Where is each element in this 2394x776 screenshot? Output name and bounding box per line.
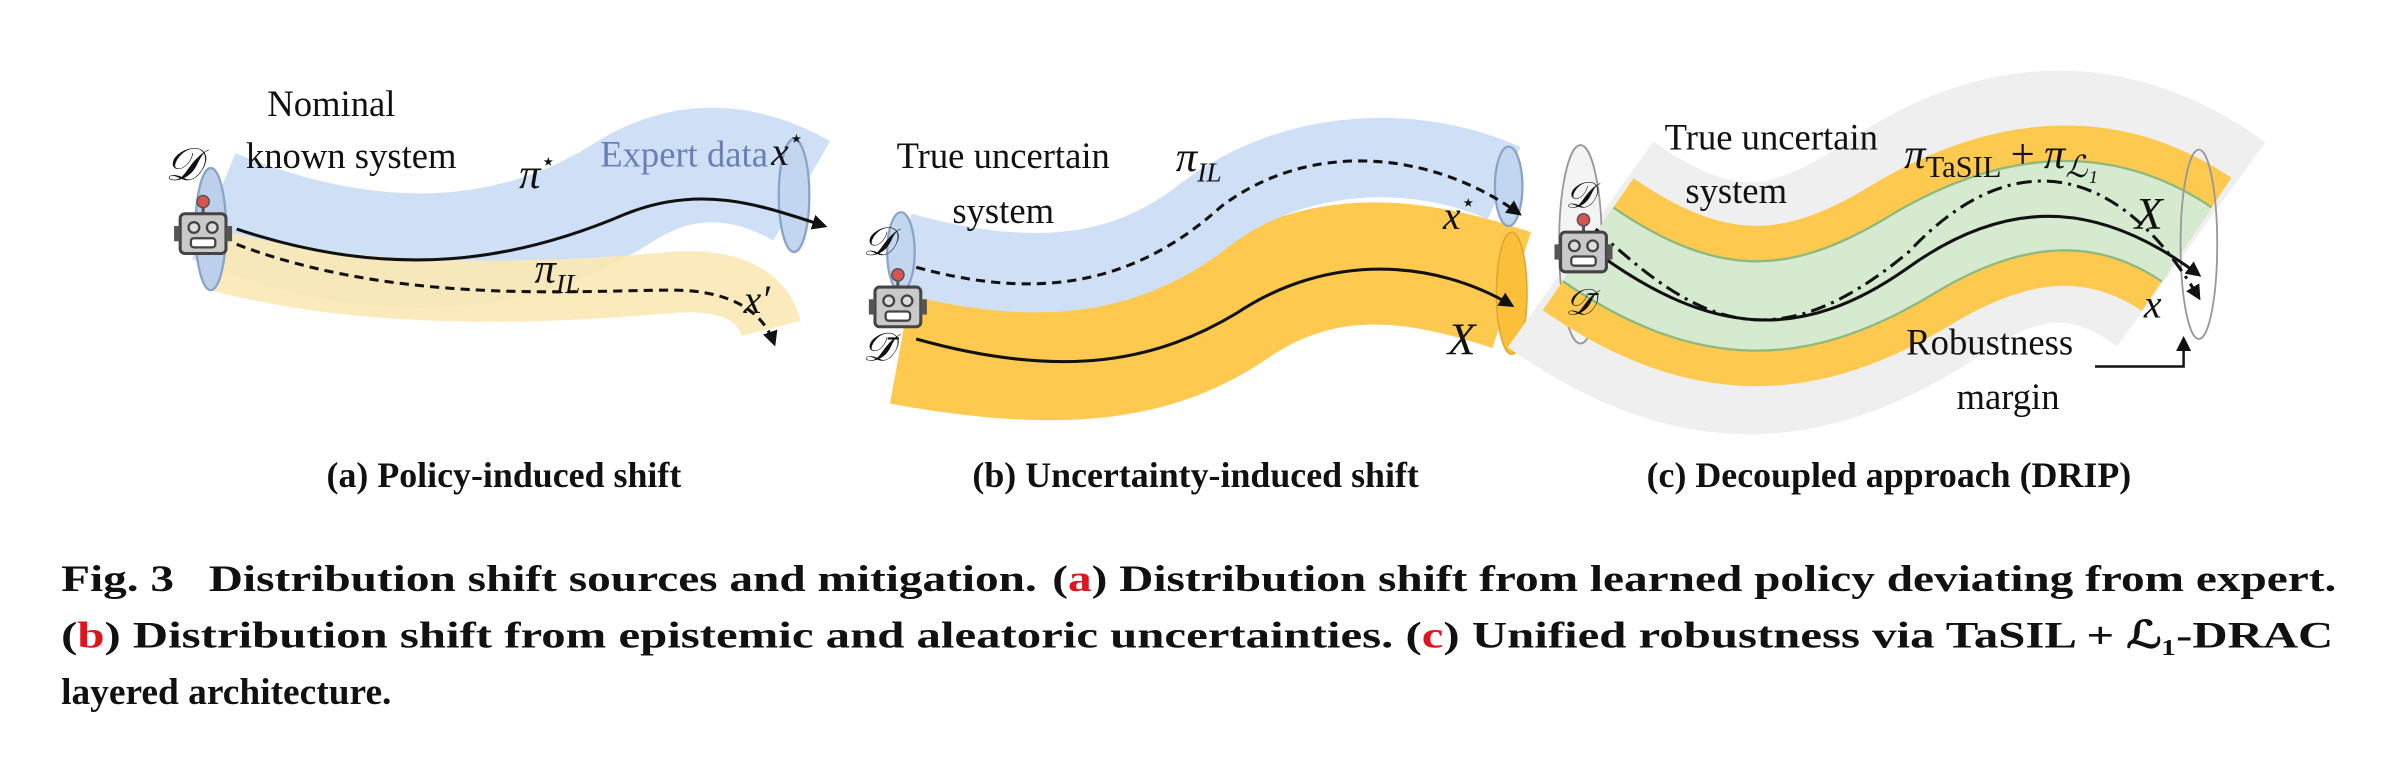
panel-c-decoupled-approach: True uncertain system πTaSIL+πℒ₁ 𝒟 𝒟̄ X …	[1507, 70, 2266, 495]
policy-label: πTaSIL+πℒ₁	[1904, 131, 2098, 184]
margin-label: margin	[1956, 376, 2059, 417]
subcaption-b: (b) Uncertainty-induced shift	[972, 455, 1418, 495]
title-line2: system	[952, 190, 1054, 231]
subcaption-a: (a) Policy-induced shift	[327, 455, 682, 495]
expert-data-label: Expert data	[600, 133, 768, 174]
l1-trajectory	[1594, 214, 2202, 322]
panel-a-policy-induced-shift: 𝒟 Nominal known system π⋆ Expert data x⋆…	[165, 83, 831, 495]
il-policy-tube	[205, 230, 801, 338]
il-trajectory	[236, 242, 778, 347]
x-set-label: X	[1446, 313, 1478, 364]
caption-line-2: (b) Distribution shift from epistemic an…	[61, 615, 2333, 656]
panel-b-uncertainty-induced-shift: True uncertain system πIL x⋆ 𝒟 𝒟̄ X (b) …	[863, 117, 1532, 495]
title-line2: known system	[246, 135, 457, 176]
title-line1: Nominal	[267, 83, 395, 124]
true-system-tube	[890, 202, 1532, 421]
outer-tube-end	[2179, 148, 2219, 340]
pi-star-label: π⋆	[519, 148, 556, 197]
true-trajectory	[915, 267, 1515, 364]
subcaption-c: (c) Decoupled approach (DRIP)	[1647, 455, 2132, 495]
il-tube	[890, 117, 1521, 313]
pi-il-label: πIL	[1176, 134, 1222, 188]
expert-tube-end	[777, 137, 811, 254]
d-bar-label: 𝒟̄	[863, 325, 902, 369]
expert-data-tube	[192, 107, 831, 308]
nominal-tube	[1563, 162, 2211, 350]
robustness-label: Robustness	[1906, 321, 2073, 362]
x-star-label: x⋆	[1442, 190, 1476, 238]
title-line2: system	[1685, 170, 1787, 211]
pi-il-label: πIL	[534, 245, 580, 299]
expert-trajectory	[236, 197, 828, 262]
x-state-label: x	[2143, 283, 2162, 327]
caption-line-3: layered architecture.	[61, 672, 391, 713]
x-star-label: x⋆	[770, 126, 804, 174]
tasil-trajectory	[1594, 179, 2201, 322]
title-line1: True uncertain	[897, 135, 1110, 176]
x-prime-label: x′	[743, 278, 772, 322]
title-line1: True uncertain	[1665, 117, 1878, 158]
il-trajectory	[915, 159, 1522, 286]
x-set-label: X	[2133, 188, 2165, 239]
margin-arrow	[2095, 335, 2192, 368]
